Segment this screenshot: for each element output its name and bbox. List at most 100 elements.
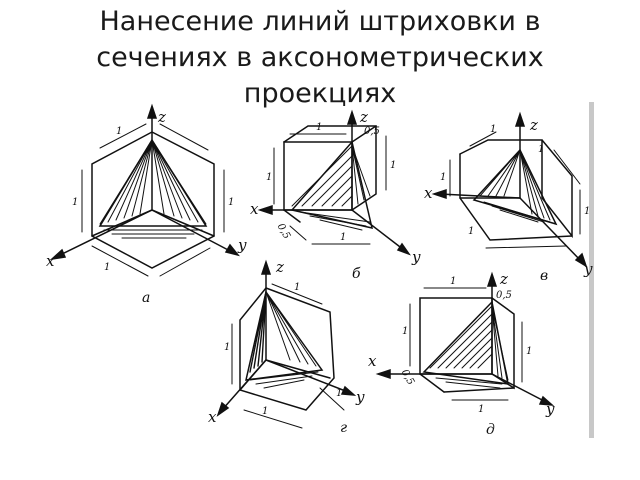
fig-b-edge	[283, 209, 301, 223]
fig-a-dim	[99, 123, 147, 149]
fig-g-dim	[271, 283, 323, 305]
fig-g-x-arrow	[216, 401, 230, 417]
fig-v-z-arrow	[514, 111, 526, 127]
fig-b-z-label: z	[359, 108, 368, 126]
fig-a-dim-label: 1	[228, 197, 234, 208]
fig-d-z-arrow	[486, 271, 498, 287]
title-line-1: Нанесение линий штриховки в	[99, 6, 541, 37]
figure-b: z 0,5 x y 1 1 1 1 0,5 б	[250, 108, 421, 282]
fig-b-edge	[351, 125, 377, 143]
fig-d-front-square	[419, 297, 493, 375]
fig-a-y-axis	[151, 209, 233, 253]
fig-d-x-label: x	[368, 352, 377, 370]
fig-b-y-arrow	[396, 242, 411, 256]
fig-v-y-arrow	[574, 252, 588, 268]
image-edge-bar	[589, 102, 594, 438]
fig-v-dim	[469, 131, 497, 147]
fig-b-half-label: 0,5	[364, 126, 380, 137]
fig-v-dim-label: 1	[440, 172, 446, 183]
fig-g-caption: г	[340, 420, 347, 436]
fig-g-dim-label: 1	[262, 406, 268, 417]
fig-v-y-label: y	[583, 260, 593, 278]
fig-b-dim-label: 1	[316, 122, 322, 133]
fig-g-z-arrow	[260, 259, 272, 275]
fig-v-caption: в	[540, 268, 548, 284]
fig-g-edge	[265, 359, 331, 379]
fig-v-z-label: z	[529, 116, 538, 134]
fig-v-dim	[553, 149, 581, 185]
fig-d-hatch-bottom	[435, 377, 503, 389]
fig-a-dim	[159, 123, 209, 151]
fig-g-hatch-right	[265, 291, 317, 367]
fig-a-x-arrow	[49, 248, 67, 261]
fig-b-x-arrow	[257, 204, 273, 216]
fig-v-dim-label: 1	[584, 206, 590, 217]
fig-b-half-label-x: 0,5	[275, 222, 292, 241]
fig-g-dim	[319, 387, 345, 411]
fig-g-dim-label: 1	[224, 342, 230, 353]
fig-g-edge	[239, 359, 267, 391]
fig-g-x-label: x	[208, 408, 217, 426]
fig-g-dim-label: 1	[336, 388, 342, 399]
fig-d-z-label: z	[499, 270, 508, 288]
fig-d-half-label: 0,5	[496, 290, 512, 301]
fig-d-side-edges	[491, 297, 515, 390]
fig-d-y-arrow	[538, 395, 555, 406]
fig-v-hatch-right	[519, 149, 551, 221]
fig-a-x-axis	[57, 209, 153, 257]
fig-v-dim-label: 1	[468, 226, 474, 237]
fig-a-z-label: z	[157, 108, 166, 126]
fig-g-y-arrow	[340, 385, 357, 396]
fig-g-hatch-left	[249, 291, 267, 373]
fig-v-section	[472, 148, 558, 226]
fig-a-edge	[151, 209, 215, 237]
fig-g-dim	[243, 409, 303, 429]
fig-d-hatch-front	[429, 305, 493, 369]
fig-d-dim-label: 1	[478, 404, 484, 415]
fig-d-half-label-x: 0,5	[399, 368, 416, 387]
fig-a-dim	[159, 247, 211, 277]
fig-b-y-axis	[351, 209, 405, 251]
fig-b-x-label: x	[250, 200, 259, 218]
fig-b-dim-label: 1	[266, 172, 272, 183]
figure-g: z x y 1 1 1 1 г	[208, 258, 365, 436]
fig-g-dim-label: 1	[294, 282, 300, 293]
fig-b-caption: б	[352, 266, 361, 282]
fig-d-edge	[443, 387, 515, 393]
fig-d-hatch-side	[491, 305, 509, 381]
title-line-3: проекциях	[243, 78, 397, 109]
fig-a-x-label: x	[46, 252, 55, 270]
fig-v-hatch-bottom	[483, 201, 551, 223]
fig-b-z-arrow	[346, 109, 358, 125]
title-line-2: сечениях в аксонометрических	[96, 42, 544, 73]
figure-v: z x y 1 1 1 1 1 в	[424, 111, 593, 284]
fig-v-box-lower	[459, 153, 573, 241]
fig-d-dim-label: 1	[450, 276, 456, 287]
fig-a-section	[98, 138, 208, 227]
fig-g-section	[245, 290, 324, 381]
fig-v-dim-label: 1	[538, 144, 544, 155]
fig-v-x-arrow	[431, 188, 447, 200]
fig-d-y-axis	[491, 373, 547, 403]
fig-a-y-arrow	[224, 243, 240, 257]
fig-g-z-label: z	[275, 258, 284, 276]
figure-d: z 0,5 x y 1 1 1 1 0,5 д	[368, 270, 555, 438]
fig-a-dim-label: 1	[116, 126, 122, 137]
fig-a-y-label: y	[237, 236, 247, 254]
fig-b-section	[290, 140, 374, 229]
fig-g-box-edges	[239, 287, 335, 411]
fig-d-edge	[419, 373, 445, 393]
fig-v-dim	[485, 245, 567, 249]
fig-g-hatch-bottom	[249, 371, 319, 389]
fig-a-dim-label: 1	[72, 197, 78, 208]
fig-d-dim-label: 1	[402, 326, 408, 337]
fig-v-box-edges	[459, 139, 573, 239]
fig-a-caption: а	[142, 290, 150, 306]
fig-a-z-arrow	[146, 103, 158, 119]
fig-a-dim	[91, 245, 149, 277]
fig-g-y-label: y	[355, 388, 365, 406]
slide-title: Нанесение линий штриховки в сечениях в а…	[0, 4, 640, 112]
fig-a-hexagon	[91, 131, 215, 269]
fig-d-x-arrow	[375, 368, 391, 380]
